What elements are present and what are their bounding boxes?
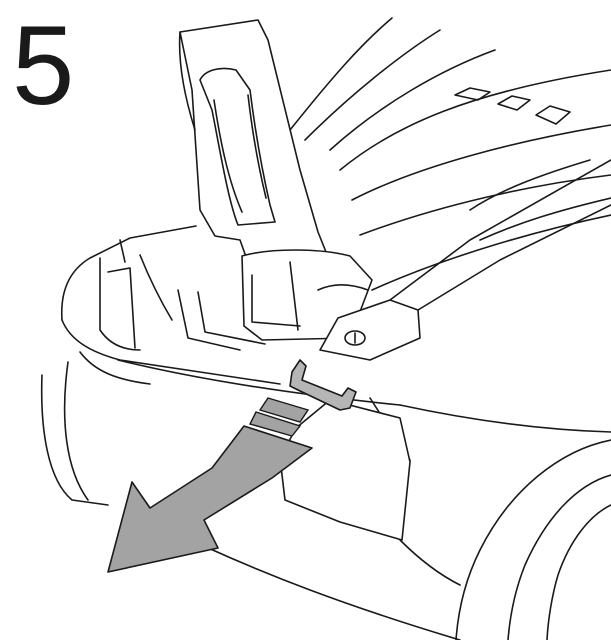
- carry-handle: [178, 19, 331, 269]
- vacuum-body-top: [289, 17, 611, 291]
- cord-clip: [289, 359, 357, 411]
- power-button: [319, 159, 611, 361]
- step-number: 5: [12, 3, 74, 128]
- rear-wheel: [455, 439, 611, 640]
- arrow-down-left-icon: [107, 397, 313, 573]
